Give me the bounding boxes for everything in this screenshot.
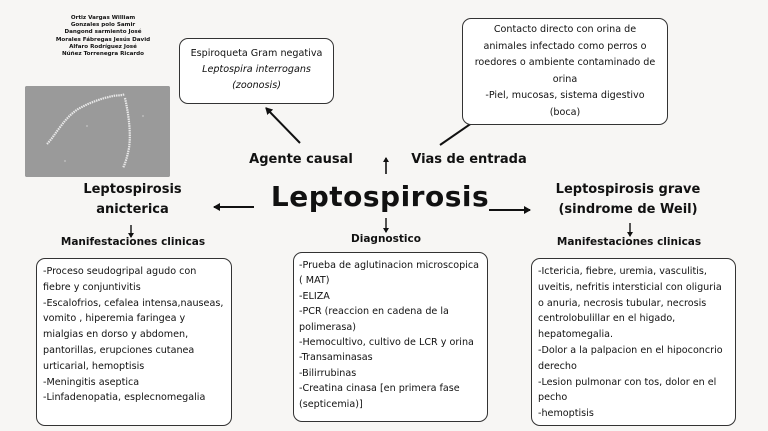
- leptospira-micrograph-image: [25, 86, 170, 177]
- list-item: -Lesion pulmonar con tos, dolor en el pe…: [538, 376, 717, 404]
- vias-line: orina: [552, 73, 578, 85]
- list-item: -Escalofrios, cefalea intensa,nauseas, v…: [43, 297, 224, 372]
- list-item: -ELIZA: [299, 290, 330, 302]
- agente-causal-box: Espiroqueta Gram negativa Leptospira int…: [179, 38, 334, 104]
- list-item: -PCR (reaccion en cadena de la polimeras…: [299, 306, 449, 333]
- anicterica-title-line-2: anicterica: [96, 202, 169, 217]
- vias-line: animales infectado como perros o: [483, 40, 647, 52]
- list-item: -Meningitis aseptica: [43, 376, 140, 388]
- vias-entrada-box: Contacto directo con orina de animales i…: [462, 18, 668, 125]
- vias-line: Contacto directo con orina de: [493, 24, 637, 35]
- arrow-to-agente: [265, 107, 301, 144]
- vias-line: (boca): [549, 106, 581, 118]
- author-name: Morales Fábregas Jesús David: [55, 36, 151, 43]
- vias-line: roedores o ambiente contaminado de: [474, 57, 656, 68]
- list-item: -Proceso seudogripal agudo con fiebre y …: [43, 266, 197, 293]
- list-item: -Dolor a la palpacion en el hipoconcrio …: [538, 344, 723, 372]
- grave-title-line-2: (sindrome de Weil): [558, 202, 698, 217]
- agente-causal-label: Agente causal: [249, 152, 353, 167]
- central-title: Leptospirosis: [270, 180, 490, 213]
- diagnostico-label: Diagnostico: [351, 233, 421, 245]
- list-item: -Ictericia, fiebre, uremia, vasculitis, …: [538, 266, 722, 341]
- grave-manifestaciones-label: Manifestaciones clinicas: [556, 236, 702, 248]
- diagnostico-box: -Prueba de aglutinacion microscopica ( M…: [293, 252, 488, 422]
- list-item: -Prueba de aglutinacion microscopica ( M…: [299, 260, 480, 287]
- author-name: Ortiz Vargas William: [70, 15, 136, 21]
- agente-zoonosis: (zoonosis): [232, 80, 281, 91]
- agente-species: Leptospira interrogans: [202, 64, 311, 75]
- list-item: -Transaminasas: [299, 352, 373, 364]
- author-name: Núñez Torrenegra Ricardo: [61, 51, 145, 58]
- anicterica-manifestaciones-box: -Proceso seudogripal agudo con fiebre y …: [36, 258, 232, 426]
- list-item: -Linfadenopatia, esplecnomegalia: [43, 392, 206, 404]
- list-item: -hemoptisis: [538, 408, 594, 420]
- author-name: Dangond sarmiento José: [64, 29, 142, 36]
- vias-line: -Piel, mucosas, sistema digestivo: [485, 90, 645, 101]
- author-name: Alfaro Rodríguez José: [69, 43, 137, 50]
- anicterica-manifestaciones-label: Manifestaciones clinicas: [60, 236, 206, 248]
- grave-title-line-1: Leptospirosis grave: [555, 182, 701, 197]
- author-name: Gonzales polo Samir: [70, 22, 136, 29]
- vias-entrada-label: Vias de entrada: [411, 152, 527, 167]
- anicterica-title-line-1: Leptospirosis: [83, 182, 182, 197]
- grave-title: Leptospirosis grave (sindrome de Weil): [543, 180, 713, 220]
- list-item: -Bilirrubinas: [299, 367, 357, 379]
- grave-manifestaciones-box: -Ictericia, fiebre, uremia, vasculitis, …: [531, 258, 736, 426]
- agente-line-1: Espiroqueta Gram negativa: [190, 48, 323, 59]
- list-item: -Creatina cinasa [en primera fase (septi…: [299, 383, 460, 410]
- anicterica-title: Leptospirosis anicterica: [60, 180, 205, 220]
- authors-list: Ortiz Vargas William Gonzales polo Samir…: [48, 15, 158, 58]
- list-item: -Hemocultivo, cultivo de LCR y orina: [299, 337, 474, 349]
